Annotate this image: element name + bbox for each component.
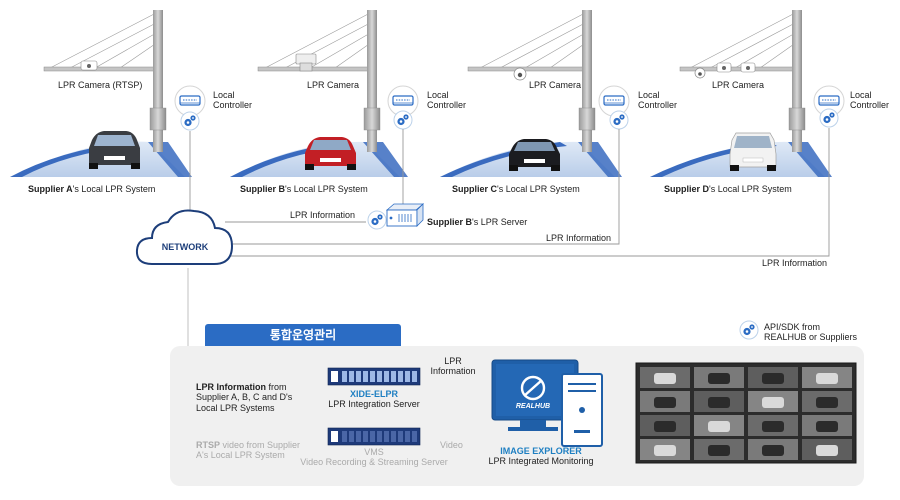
monitor-tile-car (762, 373, 784, 384)
supplier-b-lpr-server-icon (385, 203, 425, 227)
camera-label-c: LPR Camera (529, 80, 582, 90)
camera-label-a: LPR Camera (RTSP) (58, 80, 143, 90)
supplier-b-system-label: Supplier B's Local LPR System (240, 184, 368, 194)
monitor-tile-car (654, 445, 676, 456)
realhub-logo-text: REALHUB (515, 403, 551, 410)
lpr-info-label-d: LPR Information (762, 258, 828, 268)
gear-icon-b (393, 110, 413, 130)
network-cloud (135, 209, 234, 265)
supplier-b-server-label: Supplier B's LPR Server (427, 217, 528, 227)
monitor-tile-car (816, 397, 838, 408)
supplier-d-system-label: Supplier D's Local LPR System (664, 184, 792, 194)
rtsp-video-label: RTSP video from Supplier A's Local LPR S… (196, 440, 301, 461)
monitor-tile-car (654, 373, 676, 384)
monitor-tile-car (654, 421, 676, 432)
supplier-scene-a (10, 10, 192, 177)
vms-server-icon (327, 427, 421, 446)
gear-icon-c (609, 110, 629, 130)
api-sdk-gear-icon (739, 320, 759, 340)
monitor-tile-car (708, 421, 730, 432)
supplier-c-system-label: Supplier C's Local LPR System (452, 184, 580, 194)
image-explorer-label: IMAGE EXPLORER LPR Integrated Monitoring (488, 446, 594, 467)
lpr-info-label-c: LPR Information (546, 233, 612, 243)
supplier-scene-c (440, 10, 622, 177)
gear-icon-a (180, 111, 200, 131)
monitor-tile-car (816, 421, 838, 432)
xide-elpr-server-icon (327, 367, 421, 386)
xide-elpr-label: XIDE-ELPR LPR Integration Server (328, 389, 420, 410)
monitor-tile-car (708, 397, 730, 408)
monitor-tile-car (816, 445, 838, 456)
gear-icon-server-b (367, 210, 387, 230)
monitor-tile-car (708, 445, 730, 456)
camera-label-d: LPR Camera (712, 80, 765, 90)
supplier-a-system-label: Supplier A's Local LPR System (28, 184, 156, 194)
integrated-operations-tab: 통합운영관리 (205, 324, 401, 346)
supplier-scene-d (650, 10, 832, 177)
gear-icon-d (819, 108, 839, 128)
network-label: NETWORK (161, 242, 209, 252)
monitoring-wall-screens (635, 362, 857, 464)
lpr-info-label-b: LPR Information (290, 210, 356, 220)
monitor-tile-car (708, 373, 730, 384)
monitor-tile-car (816, 373, 838, 384)
monitor-tile-car (654, 397, 676, 408)
vms-label: VMS Video Recording & Streaming Server (300, 447, 448, 468)
lpr-from-suppliers-label: LPR Information from Supplier A, B, C an… (196, 382, 293, 413)
video-label: Video (440, 440, 463, 450)
pc-tower-icon (561, 373, 603, 447)
monitor-tile-car (762, 397, 784, 408)
supplier-scene-b (230, 10, 408, 177)
monitor-tile-car (762, 445, 784, 456)
camera-label-b: LPR Camera (307, 80, 360, 90)
local-controller-icon-c (598, 85, 630, 117)
monitor-tile-car (762, 421, 784, 432)
